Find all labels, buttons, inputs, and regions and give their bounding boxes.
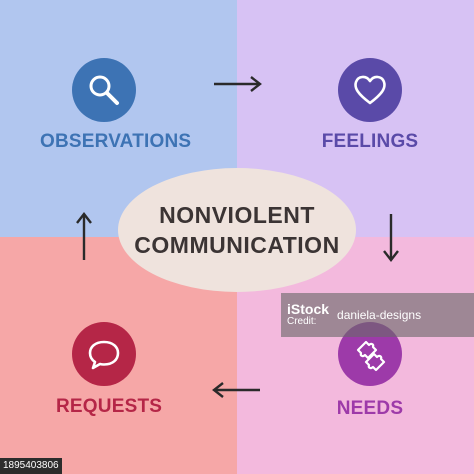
watermark-credit-label: Credit: xyxy=(287,316,317,327)
watermark-logo-text: iStock xyxy=(287,301,330,317)
watermark-banner: iStock Credit: daniela-designs xyxy=(281,293,474,337)
requests-label: REQUESTS xyxy=(56,396,163,417)
feelings-label: FEELINGS xyxy=(321,131,419,152)
watermark-logo: iStock Credit: xyxy=(287,302,329,328)
arrow-down-icon xyxy=(383,214,399,262)
needs-label: NEEDS xyxy=(336,398,404,419)
watermark-credit: daniela-designs xyxy=(337,308,422,322)
magnifier-icon xyxy=(89,75,119,105)
center-oval: NONVIOLENT COMMUNICATION xyxy=(118,168,356,292)
observations-label: OBSERVATIONS xyxy=(40,131,192,152)
arrow-left-icon xyxy=(212,382,260,398)
observations-node xyxy=(72,58,136,122)
arrow-right-icon xyxy=(214,76,262,92)
image-id-tag: 1895403806 xyxy=(0,458,62,474)
center-title-line1: NONVIOLENT xyxy=(159,202,315,228)
requests-node xyxy=(72,322,136,386)
feelings-node xyxy=(338,58,402,122)
center-title-line2: COMMUNICATION xyxy=(134,232,340,258)
heart-icon xyxy=(354,75,386,105)
puzzle-icon xyxy=(356,340,386,372)
arrow-up-icon xyxy=(76,212,92,260)
speech-bubble-icon xyxy=(88,340,120,370)
